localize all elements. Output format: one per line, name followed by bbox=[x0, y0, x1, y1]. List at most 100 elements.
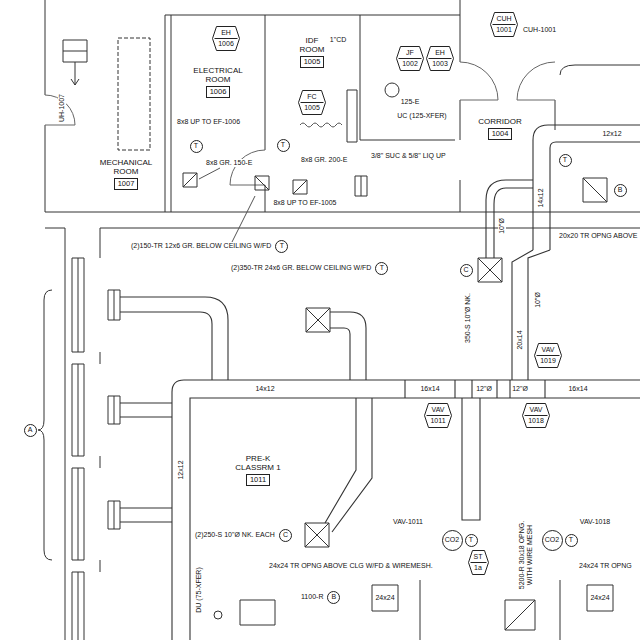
tag-text: A bbox=[28, 426, 33, 434]
tag-text: T bbox=[281, 141, 285, 149]
hexagon-divider bbox=[493, 24, 516, 25]
tag-text: VAV bbox=[542, 346, 555, 354]
unit-heater bbox=[63, 40, 87, 85]
tag-text: FC bbox=[307, 93, 316, 101]
drawing-note: 20x20 TR OPNG ABOVE bbox=[558, 232, 638, 240]
tag-text: T bbox=[563, 156, 567, 164]
hexagon-shape bbox=[397, 46, 424, 70]
room-number: 1011 bbox=[246, 474, 270, 486]
callout-circle: B bbox=[614, 184, 627, 197]
equipment-tag: EH 1003 bbox=[426, 46, 454, 71]
callout-circle: T bbox=[277, 139, 290, 152]
hexagon-divider bbox=[525, 415, 548, 416]
hexagon-shape bbox=[427, 46, 454, 70]
drawing-note: 3/8" SUC & 5/8" LIQ UP bbox=[370, 152, 447, 160]
ductwork bbox=[120, 125, 640, 640]
equipment-tag: EH 1006 bbox=[212, 26, 240, 51]
tag-text: CO2 bbox=[545, 536, 559, 544]
tag-text: VAV bbox=[432, 406, 445, 414]
hexagon-shape bbox=[213, 26, 240, 50]
drawing-note: 125-E bbox=[400, 98, 421, 106]
tag-text: 1001 bbox=[496, 26, 512, 34]
equipment-outline bbox=[118, 38, 150, 150]
drawing-note: (2)350-TR 24x6 GR. BELOW CEILING W/FD bbox=[230, 264, 372, 272]
room-tag: CORRIDOR 1004 bbox=[478, 117, 522, 140]
room-number: 1006 bbox=[206, 86, 231, 98]
room-number: 1007 bbox=[114, 178, 139, 190]
drawing-note: 12x12 bbox=[177, 459, 185, 480]
room-number: 1004 bbox=[488, 128, 513, 140]
room-tag: MECHANICAL ROOM1007 bbox=[97, 158, 155, 190]
drawing-note: 24x24 bbox=[589, 594, 610, 602]
tag-text: CO2 bbox=[445, 536, 459, 544]
hexagon-divider bbox=[215, 38, 238, 39]
drawing-note: 16x14 bbox=[567, 385, 588, 393]
tag-text: 1a bbox=[474, 564, 482, 572]
tag-text: EH bbox=[435, 49, 445, 57]
hexagon-divider bbox=[429, 58, 452, 59]
drawing-note: 1100-R bbox=[300, 593, 324, 601]
drawing-note: 24x24 TR OPNG ABOVE CLG W/FD & WIREMESH. bbox=[268, 562, 434, 570]
drawing-note: 16x14 bbox=[419, 385, 440, 393]
drawing-note: 8x8 GR. 150-E bbox=[205, 159, 253, 167]
room-name: ELECTRICAL ROOM bbox=[190, 66, 246, 84]
tag-text: T bbox=[569, 536, 573, 544]
hexagon-shape bbox=[535, 343, 562, 367]
tag-text: 1005 bbox=[304, 104, 320, 112]
drawing-note: 1"CD bbox=[329, 36, 348, 44]
equipment-tag: ST 1a bbox=[468, 550, 489, 575]
drawing-note: 8x8 UP TO EF-1006 bbox=[176, 118, 241, 126]
hexagon-divider bbox=[301, 102, 324, 103]
tag-text: 1006 bbox=[218, 40, 234, 48]
tag-text: 1003 bbox=[432, 60, 448, 68]
tag-text: EH bbox=[221, 29, 231, 37]
drawing-note: VAV-1018 bbox=[579, 518, 612, 526]
hexagon-divider bbox=[399, 58, 422, 59]
window-lines bbox=[72, 258, 84, 640]
equipment-tag: VAV 1011 bbox=[424, 403, 452, 428]
tag-text: B bbox=[332, 593, 337, 601]
tag-text: 1002 bbox=[402, 60, 418, 68]
room-tag: IDF ROOM 1005 bbox=[297, 36, 327, 68]
room-name: CORRIDOR bbox=[478, 117, 522, 126]
room-name: PRE-K CLASSRM 1 bbox=[230, 454, 286, 472]
drawing-note: 8x8 GR. 200-E bbox=[300, 156, 348, 164]
drawing-note: 10"Ø bbox=[498, 217, 506, 235]
callout-circle: C bbox=[460, 264, 473, 277]
tag-text: C bbox=[463, 266, 468, 274]
tag-text: VAV bbox=[530, 406, 543, 414]
drawing-note: 20x14 bbox=[516, 329, 524, 350]
hexagon-shape bbox=[468, 550, 488, 574]
tag-text: T bbox=[469, 536, 473, 544]
drawing-note: 5200-R 30x18 OPNG. WITH WIRE MESH bbox=[518, 515, 534, 595]
callout-circle: T bbox=[190, 140, 203, 153]
drawing-note: 24x24 TR OPNG bbox=[578, 562, 633, 570]
equipment-tag: VAV1018 bbox=[522, 403, 550, 428]
drawing-note: 12"Ø bbox=[511, 385, 529, 393]
drawing-note: 14x12 bbox=[254, 385, 275, 393]
drawing-note: 12"Ø bbox=[475, 385, 493, 393]
drawing-note: UC (125-XFER) bbox=[396, 112, 447, 120]
drawing-note: VAV-1011 bbox=[392, 518, 424, 526]
drawing-note: 12x12 bbox=[601, 130, 622, 138]
drawing-note: (2)250-S 10"Ø NK. EACH bbox=[194, 531, 276, 539]
callout-circle: CO2 bbox=[542, 530, 563, 551]
door-swings bbox=[45, 62, 555, 185]
wall-lines bbox=[45, 0, 640, 640]
callout-circle: C bbox=[279, 529, 292, 542]
callout-circle: T bbox=[465, 534, 478, 547]
tag-text: 1011 bbox=[430, 417, 445, 425]
hexagon-shape bbox=[425, 403, 452, 427]
hexagon-divider bbox=[537, 355, 560, 356]
tag-text: T bbox=[194, 142, 198, 150]
tag-text: T bbox=[280, 242, 284, 250]
room-number: 1005 bbox=[300, 56, 325, 68]
tag-text: ST bbox=[474, 553, 483, 561]
equipment-tag: CUH1001 bbox=[490, 12, 518, 37]
hexagon-divider bbox=[427, 415, 450, 416]
room-name: IDF ROOM bbox=[297, 36, 327, 54]
diffusers-grilles bbox=[108, 83, 613, 630]
flex-connections bbox=[199, 123, 342, 250]
tag-text: JF bbox=[406, 49, 414, 57]
